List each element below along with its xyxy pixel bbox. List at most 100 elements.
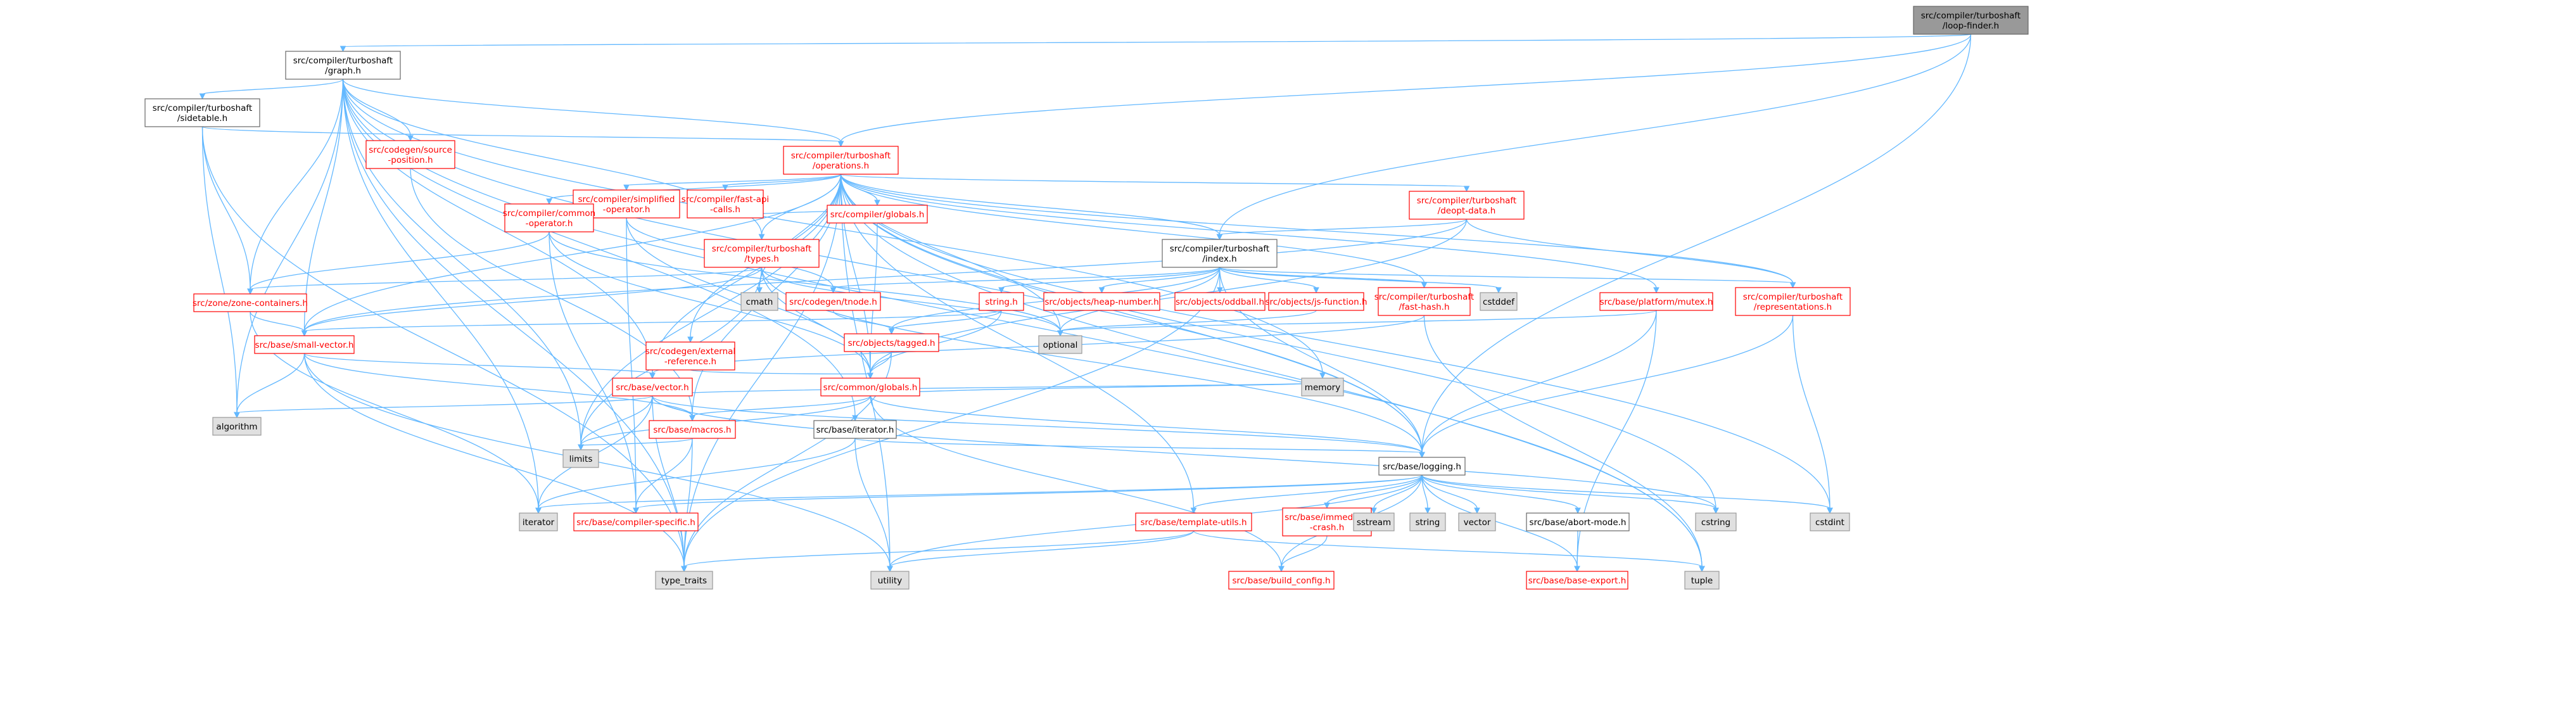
node-label-line: vector — [1464, 518, 1491, 528]
node-deopt-data[interactable]: src/compiler/turboshaft/deopt-data.h — [1409, 191, 1525, 220]
node-loop-finder[interactable]: src/compiler/turboshaft/loop-finder.h — [1913, 6, 2029, 35]
node-base-export[interactable]: src/base/base-export.h — [1526, 571, 1628, 590]
node-abort-mode[interactable]: src/base/abort-mode.h — [1526, 512, 1630, 531]
node-codegen-source-position[interactable]: src/codegen/source-position.h — [365, 140, 455, 169]
node-box — [612, 378, 693, 397]
edge-line — [832, 310, 892, 330]
include-edge-graph-to-algorithm — [234, 79, 344, 419]
edge-arrowhead — [1574, 566, 1580, 573]
node-common-globals[interactable]: src/common/globals.h — [820, 378, 920, 397]
edge-line — [342, 79, 539, 509]
node-label-line: src/compiler/turboshaft — [712, 244, 811, 254]
node-type-traits[interactable]: type_traits — [655, 571, 713, 590]
include-edge-graph-to-operations — [342, 79, 844, 148]
node-cmath[interactable]: cmath — [740, 292, 778, 311]
node-fast-hash[interactable]: src/compiler/turboshaft/fast-hash.h — [1374, 287, 1474, 316]
node-graph[interactable]: src/compiler/turboshaft/graph.h — [285, 51, 401, 80]
edge-line — [303, 219, 1468, 332]
node-tuple[interactable]: tuple — [1684, 571, 1720, 590]
node-cstdint[interactable]: cstdint — [1810, 512, 1850, 531]
edge-line — [840, 174, 1423, 454]
node-heap-number[interactable]: src/objects/heap-number.h — [1043, 292, 1160, 311]
include-edge-operations-to-simplified_operator — [623, 174, 842, 191]
include-edge-string_h-to-small_vector — [301, 310, 1002, 337]
node-vector[interactable]: vector — [1458, 512, 1496, 531]
node-base-logging[interactable]: src/base/logging.h — [1378, 457, 1466, 476]
include-edge-turboshaft_index-to-codegen_tnode — [830, 267, 1221, 294]
node-box — [785, 292, 881, 311]
node-common-operator[interactable]: src/compiler/common-operator.h — [503, 203, 595, 232]
node-box — [820, 378, 920, 397]
node-box — [1458, 512, 1496, 531]
node-label-line: src/base/small-vector.h — [255, 340, 354, 350]
node-cstring[interactable]: cstring — [1695, 512, 1737, 531]
node-string-h[interactable]: string.h — [979, 292, 1024, 311]
edge-arrowhead — [339, 46, 346, 53]
include-edge-turboshaft_index-to-js_function — [1219, 267, 1319, 294]
node-platform-mutex[interactable]: src/base/platform/mutex.h — [1599, 292, 1713, 311]
node-js-function[interactable]: src/objects/js-function.h — [1265, 292, 1367, 311]
node-iterator[interactable]: iterator — [519, 512, 558, 531]
node-codegen-external-reference[interactable]: src/codegen/external-reference.h — [645, 341, 735, 371]
node-label-line: /fast-hash.h — [1399, 302, 1449, 312]
include-edge-codegen_external_reference-to-common_globals — [690, 369, 873, 379]
include-edge-small_vector-to-base_vector — [303, 353, 656, 379]
edge-line — [342, 34, 1972, 48]
node-template-utils[interactable]: src/base/template-utils.h — [1135, 512, 1252, 531]
node-representations[interactable]: src/compiler/turboshaft/representations.… — [1735, 287, 1851, 316]
edge-arrowhead — [649, 372, 656, 379]
node-base-macros[interactable]: src/base/macros.h — [649, 420, 736, 439]
node-label-line: -reference.h — [664, 357, 716, 367]
include-edge-graph-to-tuple — [342, 79, 1705, 573]
node-small-vector[interactable]: src/base/small-vector.h — [254, 335, 355, 354]
node-build-config[interactable]: src/base/build_config.h — [1228, 571, 1335, 590]
node-label-line: src/zone/zone-containers.h — [193, 298, 308, 308]
node-optional[interactable]: optional — [1038, 335, 1082, 354]
node-simplified-operator[interactable]: src/compiler/simplified-operator.h — [573, 189, 680, 219]
edge-line — [580, 174, 842, 446]
include-edge-base_logging-to-cstdint — [1421, 474, 1833, 514]
node-turboshaft-types[interactable]: src/compiler/turboshaft/types.h — [704, 239, 820, 268]
include-edge-operations-to-fast_api_calls — [722, 174, 842, 191]
edge-line — [201, 126, 685, 568]
node-codegen-tnode[interactable]: src/codegen/tnode.h — [785, 292, 881, 311]
node-sidetable[interactable]: src/compiler/turboshaft/sidetable.h — [144, 98, 260, 127]
edge-arrowhead — [1319, 372, 1326, 379]
node-string[interactable]: string — [1409, 512, 1446, 531]
node-fast-api-calls[interactable]: src/compiler/fast-api-calls.h — [682, 189, 769, 219]
node-operations[interactable]: src/compiler/turboshaft/operations.h — [783, 146, 899, 175]
edge-line — [410, 168, 693, 417]
node-memory[interactable]: memory — [1301, 378, 1344, 397]
include-edge-graph-to-small_vector — [301, 79, 344, 337]
edge-arrowhead — [1190, 507, 1197, 514]
node-label-line: memory — [1305, 383, 1340, 393]
node-limits[interactable]: limits — [562, 449, 599, 468]
node-zone-containers[interactable]: src/zone/zone-containers.h — [193, 293, 308, 312]
node-sstream[interactable]: sstream — [1353, 512, 1395, 531]
node-label-line: /deopt-data.h — [1438, 206, 1496, 216]
edge-line — [1421, 474, 1716, 509]
edge-arrowhead — [888, 328, 895, 335]
node-label-line: src/base/compiler-specific.h — [576, 518, 695, 528]
edge-line — [303, 174, 842, 332]
node-compiler-globals[interactable]: src/compiler/globals.h — [827, 205, 928, 224]
node-base-iterator[interactable]: src/base/iterator.h — [813, 420, 897, 439]
node-cstddef[interactable]: cstddef — [1480, 292, 1518, 311]
node-objects-tagged[interactable]: src/objects/tagged.h — [844, 333, 939, 352]
node-utility[interactable]: utility — [870, 571, 910, 590]
node-label-line: src/codegen/external — [645, 346, 735, 357]
node-box — [649, 420, 736, 439]
edge-line — [549, 231, 1061, 332]
node-label-line: src/base/build_config.h — [1232, 576, 1330, 586]
node-turboshaft-index[interactable]: src/compiler/turboshaft/index.h — [1162, 239, 1278, 268]
edge-line — [652, 395, 1423, 454]
node-label-line: src/base/template-utils.h — [1140, 518, 1247, 528]
edge-line — [1193, 530, 1703, 568]
include-edge-template_utils-to-type_traits — [681, 530, 1195, 573]
node-box — [285, 51, 401, 80]
node-compiler-specific[interactable]: src/base/compiler-specific.h — [573, 512, 699, 531]
node-oddball[interactable]: src/objects/oddball.h — [1174, 292, 1266, 311]
node-base-vector[interactable]: src/base/vector.h — [612, 378, 693, 397]
node-algorithm[interactable]: algorithm — [212, 417, 262, 436]
